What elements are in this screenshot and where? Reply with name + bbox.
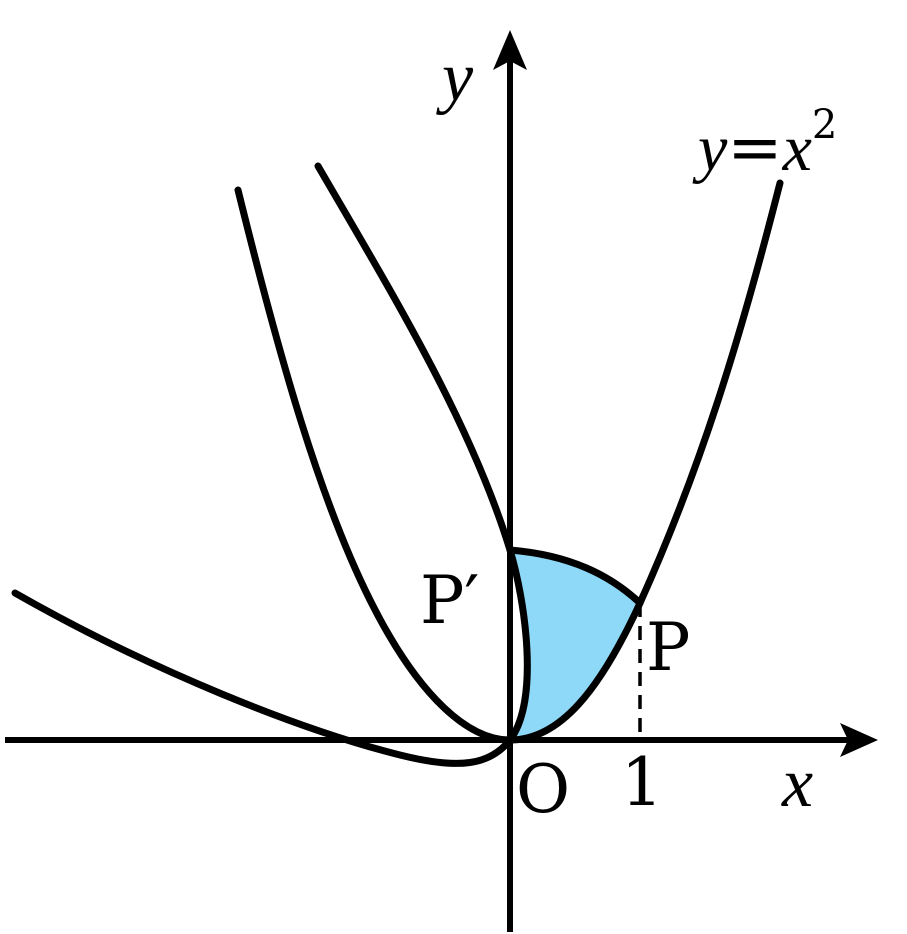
parabola-rotated-90: [11, 546, 531, 767]
y-axis-label: y: [436, 39, 474, 116]
x-axis-arrow: [840, 723, 878, 757]
curve-label-exp: 2: [812, 102, 837, 148]
x-axis-label: x: [781, 745, 813, 822]
y-axis-arrow: [493, 30, 527, 70]
point-p-label: P: [646, 609, 690, 686]
arc-p-prime-to-p: [506, 546, 644, 607]
parabola-rotated-arm: [314, 162, 514, 554]
point-p-prime-label: P′: [420, 562, 479, 639]
curve-label-lhs: y: [692, 112, 728, 185]
origin-label: O: [516, 751, 570, 828]
curve-label-rhs: x: [782, 112, 812, 185]
shaded-region: [510, 550, 640, 740]
tick-label-1: 1: [621, 744, 663, 821]
curve-label-eq: =: [727, 109, 782, 186]
curve-label: y=x2: [692, 102, 837, 186]
